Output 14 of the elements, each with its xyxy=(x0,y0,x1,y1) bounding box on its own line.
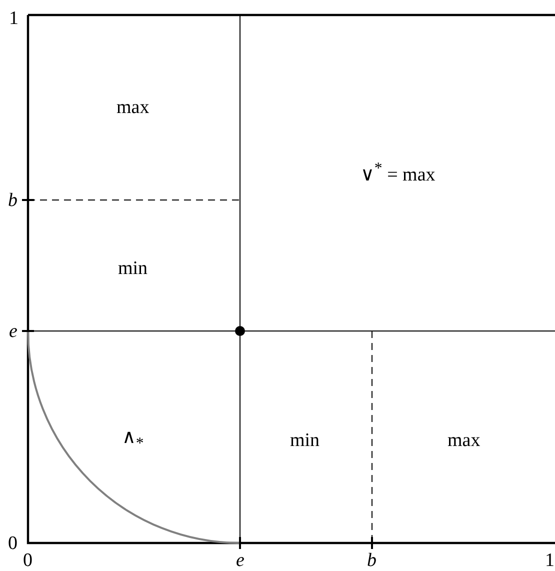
region-label: max xyxy=(448,430,480,450)
axis-tick-label: b xyxy=(367,550,376,570)
axis-tick-label: e xyxy=(9,322,18,340)
axis-tick-label: e xyxy=(236,550,244,570)
region-label: max xyxy=(116,98,150,116)
region-label: ∧$_{*}$ xyxy=(122,428,144,452)
axis-tick-label: b xyxy=(8,190,18,210)
axis-tick-label: 0 xyxy=(8,534,18,552)
region-label: ∨$^{*}$ = max xyxy=(360,160,436,184)
region-label: min xyxy=(118,258,148,278)
region-label: min xyxy=(290,430,320,450)
axis-tick-label: 1 xyxy=(9,8,18,28)
axis-tick-label: 0 xyxy=(23,550,32,570)
axis-tick-label: 1 xyxy=(545,550,554,570)
